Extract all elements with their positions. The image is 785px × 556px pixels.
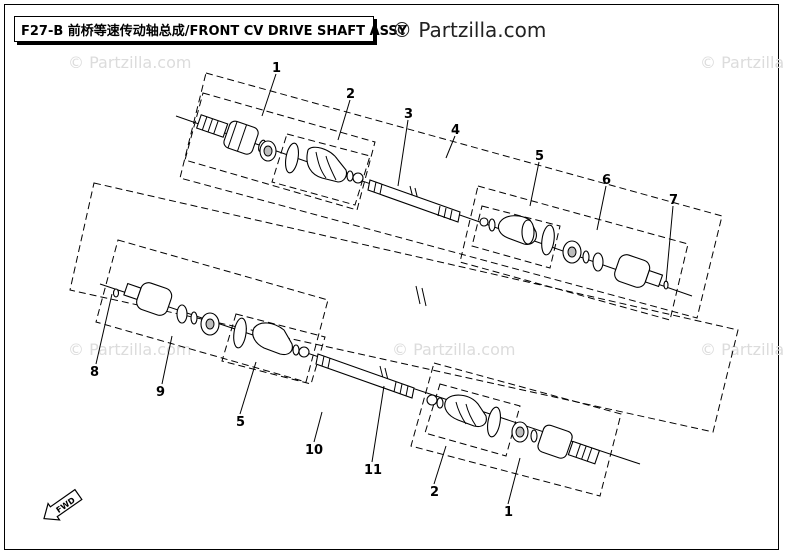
diagram-title: F27-B 前桥等速传动轴总成/FRONT CV DRIVE SHAFT ASS… (14, 16, 407, 42)
bottom-axle-shaft (315, 353, 415, 399)
group-2-top-boundary (271, 133, 371, 206)
assy-4-boundary (179, 72, 723, 319)
callout-1-bottom: 1 (504, 505, 513, 520)
top-outer-bearing (259, 140, 277, 162)
bottom-outer-clamp (486, 406, 502, 438)
group-1-top-boundary (184, 92, 376, 211)
bottom-inner-clamp (233, 317, 247, 349)
bottom-outer-cv-housing (537, 424, 573, 459)
top-axle-shaft (367, 179, 461, 223)
callouts: 1 2 3 4 5 6 7 8 9 5 10 11 2 1 (90, 61, 678, 520)
watermark-main: © Partzilla.com (392, 18, 547, 42)
watermark-faint-1: © Partzilla.com (68, 53, 191, 72)
top-inner-o-ring (592, 252, 604, 272)
top-inner-tripod (562, 240, 582, 264)
bottom-outer-boot (444, 394, 487, 428)
top-inner-washer (582, 250, 590, 264)
group-5-top-boundary (471, 205, 561, 269)
watermark-faint-2: © Partzilla.com (700, 53, 785, 72)
bottom-outer-ring (426, 394, 438, 406)
callout-7: 7 (669, 193, 678, 208)
top-inner-clamp (541, 224, 555, 256)
bottom-inner-washer (190, 311, 198, 325)
watermark-faint-5: © Partzilla.com (700, 340, 785, 359)
group-1-bottom-boundary (410, 362, 622, 497)
top-outer-small-clamp (346, 170, 354, 182)
bottom-outer-small-clamp (436, 397, 444, 409)
top-inner-small-clamp (488, 218, 496, 232)
top-circlip (663, 280, 669, 290)
callout-10: 10 (305, 443, 323, 458)
group-5-bottom-boundary (221, 313, 326, 385)
group-2-bottom-boundary (424, 383, 521, 457)
diagram-frame (4, 4, 779, 550)
bottom-outer-bearing (511, 421, 529, 443)
bottom-inner-tripod (200, 312, 220, 336)
top-inner-boot (497, 215, 537, 245)
callout-4: 4 (451, 123, 460, 138)
callout-1-top: 1 (272, 61, 281, 76)
assy-break (415, 285, 427, 307)
callout-2-top: 2 (346, 87, 355, 102)
callout-3: 3 (404, 107, 413, 122)
leader-lines (95, 73, 674, 505)
callout-8: 8 (90, 365, 99, 380)
top-outer-ring (352, 172, 364, 184)
callout-9: 9 (156, 385, 165, 400)
top-outer-clamp (284, 142, 300, 174)
group-9-boundary (95, 239, 329, 383)
bottom-inner-boot (252, 322, 293, 356)
callout-5-top: 5 (535, 149, 544, 164)
bottom-inner-o-ring (176, 304, 188, 324)
bottom-inner-ring (298, 346, 310, 358)
top-inner-ring (479, 217, 489, 227)
faint-watermarks: © Partzilla.com © Partzilla.com © Partzi… (68, 53, 785, 359)
bottom-outer-washer (530, 429, 538, 443)
bottom-inner-cv-housing (123, 282, 173, 316)
callout-5-bottom: 5 (236, 415, 245, 430)
assy-10-boundary (69, 182, 739, 433)
fwd-arrow-icon: FWD (43, 488, 83, 521)
bottom-outer-stub (567, 440, 601, 465)
group-6-boundary (459, 185, 689, 321)
bottom-inner-small-clamp (292, 344, 300, 356)
top-outer-stub (195, 114, 229, 138)
watermark-faint-3: © Partzilla.com (68, 340, 191, 359)
top-outer-cv-housing (223, 120, 259, 155)
callout-6: 6 (602, 173, 611, 188)
watermark-faint-4: © Partzilla.com (392, 340, 515, 359)
top-outer-boot (306, 146, 348, 183)
callout-2-bottom: 2 (430, 485, 439, 500)
bottom-circlip (112, 288, 120, 298)
callout-11: 11 (364, 463, 382, 478)
top-inner-cv-housing (614, 254, 664, 288)
